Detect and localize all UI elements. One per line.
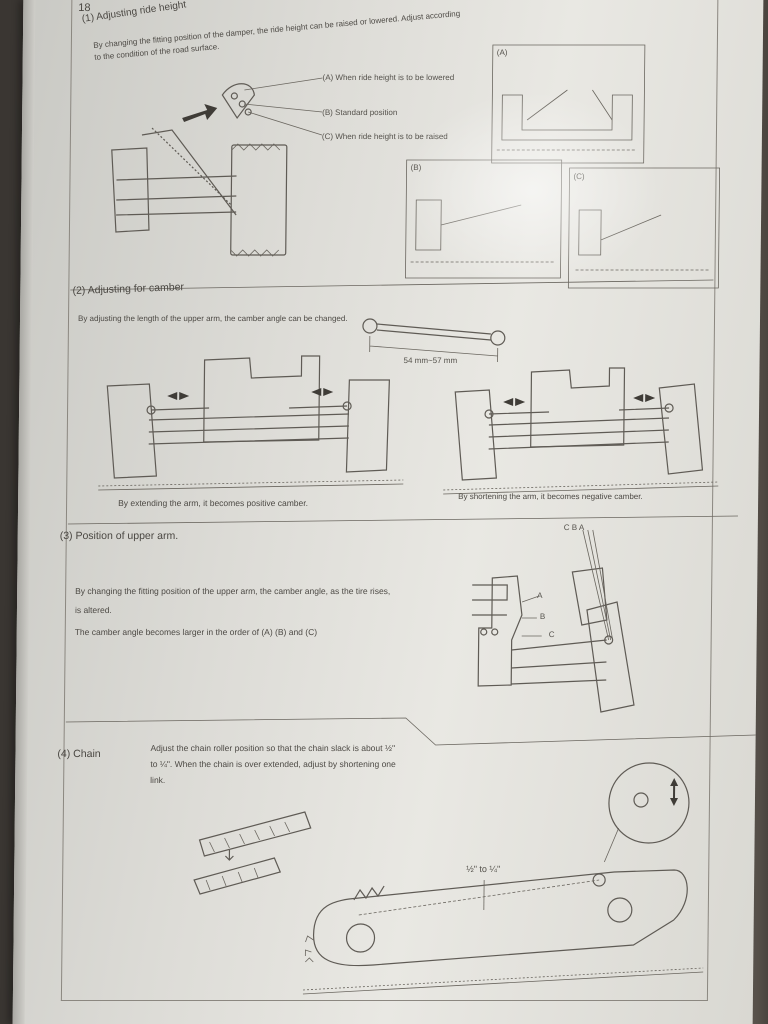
upper-arm-position-illustration [471,529,635,713]
positive-camber-illustration [98,355,404,491]
section3-diagram [65,529,756,746]
damper-mount-illustration [111,77,323,257]
section2-diagram [67,318,738,525]
negative-camber-illustration [443,367,719,495]
tread-chain-illustration [302,762,704,995]
turnbuckle-illustration [362,318,506,362]
chain-link-illustration [193,811,312,895]
chain-slack-label: ½" to ¼" [466,864,501,874]
section4-diagram [193,762,704,995]
section2-divider [67,515,738,525]
manual-page: 18 (1) Adjusting ride height By changing… [12,0,764,1024]
section3-divider [65,717,756,746]
